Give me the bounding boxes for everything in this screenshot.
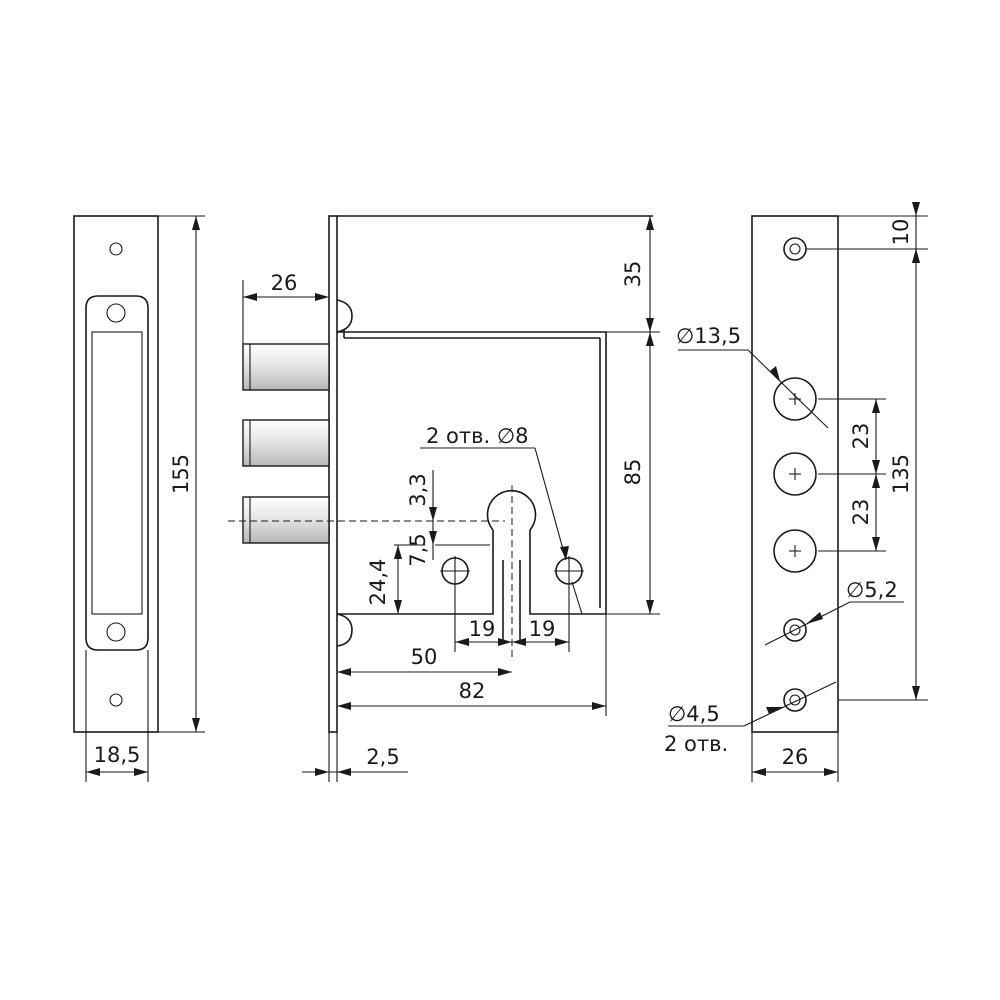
spacing-lower-label: 23 bbox=[849, 499, 873, 526]
strike-plate-recess bbox=[91, 331, 143, 615]
face-plate-width-dimension: 26 bbox=[751, 732, 839, 782]
strike-plate-bottom-hole bbox=[109, 693, 123, 707]
bolt-hole-spacing-dimensions: 23 23 bbox=[818, 398, 886, 552]
hole-spacing-dimensions: 19 19 bbox=[454, 586, 570, 652]
top-offset-label: 35 bbox=[621, 261, 645, 288]
screw-hole bbox=[783, 618, 807, 642]
body-vertical-dimensions: 35 85 bbox=[606, 216, 660, 615]
bolt-hole-1 bbox=[773, 377, 817, 421]
body-width-label: 82 bbox=[459, 679, 486, 703]
mount-hole-diameter-leader: ∅4,5 2 отв. bbox=[664, 681, 837, 756]
bolt-2 bbox=[242, 419, 330, 467]
center-offset-label: 3,3 bbox=[406, 473, 430, 506]
screw-hole-diameter-leader: ∅5,2 bbox=[764, 578, 904, 646]
bolt-hole-2 bbox=[773, 452, 817, 496]
cylinder-offset-dimensions: 3,3 7,5 24,4 bbox=[366, 470, 437, 614]
strike-plate bbox=[73, 215, 159, 733]
mount-hole-diameter-label: ∅4,5 bbox=[668, 702, 720, 726]
strike-plate-outline bbox=[73, 215, 159, 733]
face-plate-top-hole bbox=[783, 237, 807, 261]
bolt-hole-diameter-label: ∅13,5 bbox=[676, 324, 741, 348]
holes-note-label: 2 отв. ∅8 bbox=[426, 424, 529, 448]
body-height-label: 85 bbox=[621, 459, 645, 486]
hole-left-label: 19 bbox=[469, 617, 496, 641]
lock-body bbox=[228, 215, 653, 733]
hole-right-label: 19 bbox=[529, 617, 556, 641]
body-width-dimension: 82 bbox=[337, 614, 607, 716]
strike-plate-slot-bottom-circle bbox=[106, 622, 126, 642]
strike-height-dimension: 155 bbox=[158, 215, 205, 733]
strike-plate-top-hole bbox=[109, 242, 123, 256]
lock-bottom-screw bbox=[336, 613, 353, 647]
screw-hole-diameter-label: ∅5,2 bbox=[846, 578, 898, 602]
face-width-label: 26 bbox=[782, 745, 809, 769]
bolt-1 bbox=[242, 343, 330, 391]
holes-note-leader: 2 отв. ∅8 bbox=[420, 424, 583, 615]
strike-plate-slot-top-circle bbox=[106, 303, 126, 323]
plate-thickness-dimension: 2,5 bbox=[302, 732, 408, 782]
bottom-offset-label: 24,4 bbox=[366, 559, 390, 606]
face-plate-right-dimensions: 10 135 bbox=[806, 202, 928, 701]
strike-height-label: 155 bbox=[169, 454, 193, 494]
face-total-label: 135 bbox=[889, 454, 913, 494]
backset-small-label: 7,5 bbox=[406, 533, 430, 566]
bolt-hole-diameter-leader: ∅13,5 bbox=[676, 324, 829, 429]
bolt-3 bbox=[242, 496, 330, 544]
lock-top-screw bbox=[336, 299, 353, 333]
lock-case-outline bbox=[337, 215, 653, 615]
strike-plate-slot bbox=[85, 295, 149, 651]
strike-width-label: 18,5 bbox=[94, 743, 141, 767]
lock-faceplate-side bbox=[328, 215, 338, 733]
mount-hole-count-label: 2 отв. bbox=[664, 732, 728, 756]
face-top-label: 10 bbox=[889, 219, 913, 246]
bolt-length-label: 26 bbox=[271, 271, 298, 295]
strike-width-dimension: 18,5 bbox=[85, 650, 149, 782]
spacing-upper-label: 23 bbox=[849, 423, 873, 450]
bolt-hole-3 bbox=[773, 529, 817, 573]
cylinder-backset-label: 50 bbox=[411, 645, 438, 669]
bolt-length-dimension: 26 bbox=[242, 271, 329, 344]
cylinder-backset-dimension: 50 bbox=[337, 645, 512, 676]
plate-thickness-label: 2,5 bbox=[366, 745, 399, 769]
mount-hole bbox=[783, 688, 807, 712]
